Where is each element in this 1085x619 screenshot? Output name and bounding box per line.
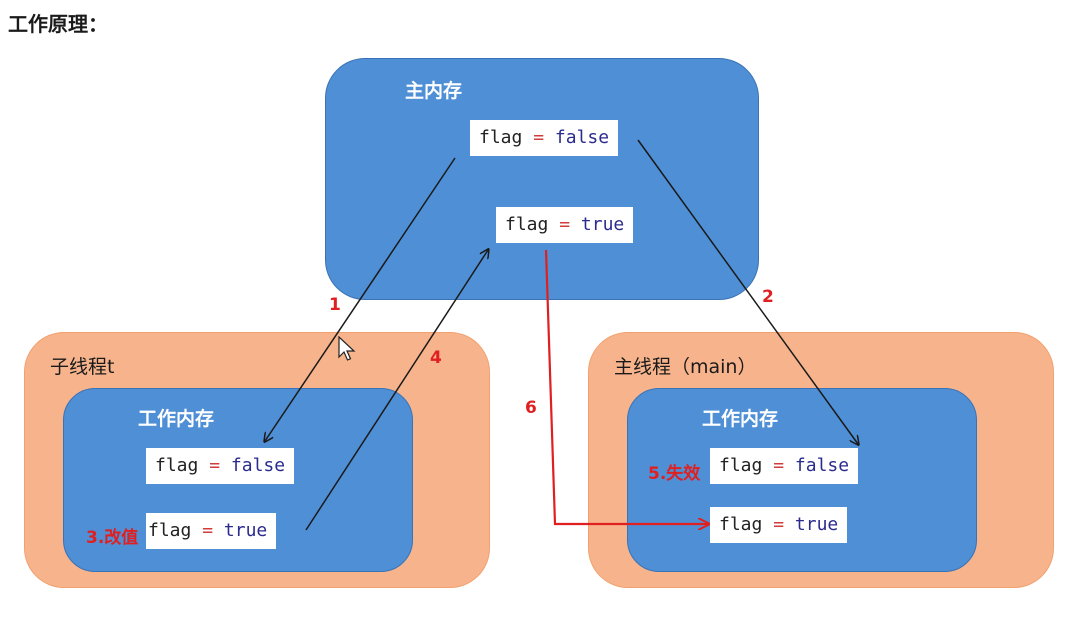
main-memory-label: 主内存: [405, 80, 463, 102]
equals-sign: =: [202, 520, 214, 541]
var-name: flag: [155, 455, 199, 476]
var-name: flag: [719, 514, 763, 535]
arrow-step-6: [544, 249, 708, 524]
main-memory-flag-false: flag = false: [470, 120, 619, 156]
step-6-label: 6: [525, 398, 537, 418]
main-thread-flag-true: flag = true: [710, 507, 848, 543]
equals-sign: =: [559, 214, 571, 235]
var-name: flag: [719, 455, 763, 476]
step-4-label: 4: [430, 348, 442, 368]
var-name: flag: [505, 214, 549, 235]
equals-sign: =: [533, 127, 545, 148]
main-thread-label: 主线程（main）: [614, 356, 757, 378]
thread-t-working-memory-label: 工作内存: [138, 408, 215, 430]
var-name: flag: [479, 127, 523, 148]
var-value: true: [223, 520, 268, 541]
thread-t-flag-false: flag = false: [146, 448, 295, 484]
arrow-step-2: [637, 139, 858, 444]
var-name: flag: [148, 520, 192, 541]
var-value: true: [580, 214, 625, 235]
main-thread-working-memory-label: 工作内存: [702, 408, 779, 430]
annotation-change-value: 3.改值: [86, 528, 139, 548]
main-memory-flag-true: flag = true: [496, 207, 634, 243]
main-thread-flag-false: flag = false: [710, 448, 859, 484]
equals-sign: =: [773, 455, 785, 476]
step-1-label: 1: [329, 295, 341, 315]
step-2-label: 2: [762, 287, 774, 307]
thread-t-flag-true: flag = true: [146, 513, 277, 549]
mouse-cursor-icon: [338, 336, 356, 361]
var-value: false: [554, 127, 610, 148]
arrow-step-1: [265, 157, 456, 441]
var-value: true: [794, 514, 839, 535]
arrow-step-4: [305, 250, 488, 531]
var-value: false: [794, 455, 850, 476]
var-value: false: [230, 455, 286, 476]
main-memory-box: [325, 58, 759, 300]
page-title: 工作原理：: [8, 12, 108, 36]
equals-sign: =: [209, 455, 221, 476]
annotation-invalidated: 5.失效: [648, 464, 701, 484]
equals-sign: =: [773, 514, 785, 535]
thread-t-label: 子线程t: [50, 356, 115, 378]
